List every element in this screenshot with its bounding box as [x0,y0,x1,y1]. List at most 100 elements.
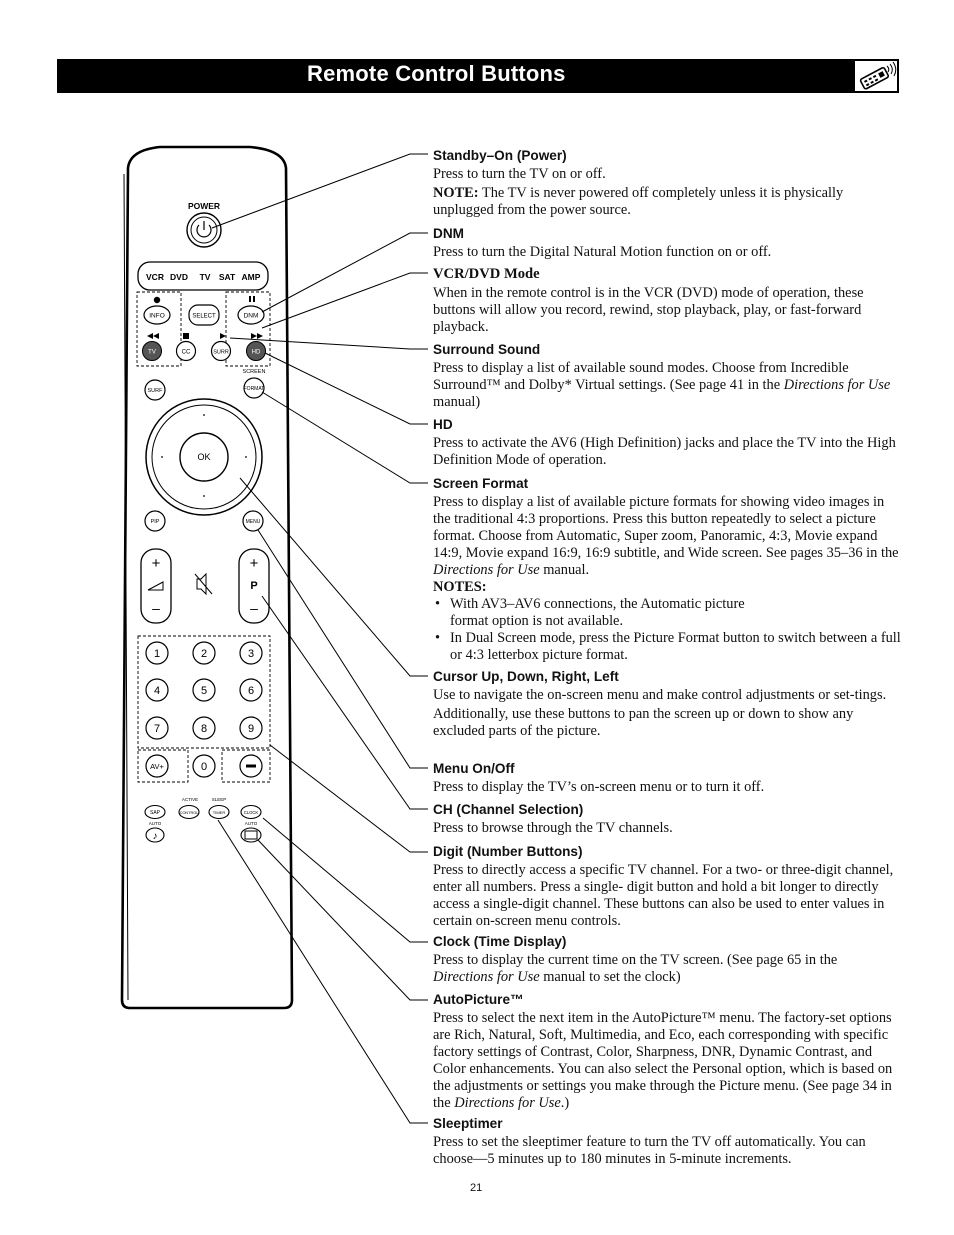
mode-tv[interactable]: TV [200,272,211,282]
title-bar: Remote Control Buttons [57,59,899,93]
section-sleeptimer: Sleeptimer Press to set the sleeptimer f… [433,1115,901,1168]
digit-5-label: 5 [201,685,207,697]
ok-label: OK [197,452,210,462]
section-heading: Sleeptimer [433,1116,503,1131]
digit-7[interactable] [145,716,169,740]
fast-forward-icon[interactable] [251,333,263,339]
menu-button[interactable] [242,510,264,532]
pause-icon[interactable] [249,296,251,302]
digit-1-label: 1 [154,648,160,660]
mode-sat[interactable]: SAT [219,272,236,282]
rewind-icon[interactable] [147,333,159,339]
cursor-left[interactable] [161,456,163,458]
sleeptimer-button[interactable] [208,804,230,820]
section-text-2: Additionally, use these buttons to pan t… [433,706,854,739]
section-digits: Digit (Number Buttons) Press to directly… [433,843,901,930]
format-button[interactable] [243,377,265,399]
notes-list: With AV3–AV6 connections, the Automatic … [433,596,901,664]
cursor-pad[interactable]: OK [145,398,263,516]
digit-8[interactable] [192,716,216,740]
notes-label: NOTES: [433,579,487,595]
digit-5[interactable] [192,678,216,702]
cursor-up[interactable] [203,414,205,416]
section-text: Press to activate the AV6 (High Definiti… [433,435,896,468]
digit-8-label: 8 [201,723,207,735]
cursor-right[interactable] [245,456,247,458]
section-text: Press to directly access a specific TV c… [433,862,894,929]
clock-button[interactable] [240,804,262,820]
list-item: With AV3–AV6 connections, the Automatic … [433,596,901,630]
sap-button[interactable] [144,804,166,820]
digit-1[interactable] [145,641,169,665]
channel-up[interactable]: + [250,555,259,572]
section-vcr-dvd: VCR/DVD Mode When in the remote control … [433,266,901,336]
section-cursor: Cursor Up, Down, Right, Left Use to navi… [433,668,901,740]
mode-dvd[interactable]: DVD [170,272,188,282]
surf-button[interactable] [144,379,166,401]
section-channel: CH (Channel Selection) Press to browse t… [433,801,901,837]
active-label: ACTIVE [182,797,198,802]
autosound-button[interactable] [145,827,165,843]
digit-9[interactable] [239,716,263,740]
info-button[interactable] [143,305,171,325]
dnm-button[interactable] [237,305,265,325]
surr-label: SURR [213,350,229,356]
section-heading: Menu On/Off [433,761,515,776]
hd-button[interactable] [246,341,266,361]
mode-amp[interactable]: AMP [242,272,261,282]
power-button[interactable] [186,212,222,248]
list-item: In Dual Screen mode, press the Picture F… [433,630,901,664]
av-plus-button[interactable] [145,754,169,778]
channel-rocker[interactable] [238,548,270,624]
mode-selector[interactable] [137,261,269,291]
select-button[interactable] [188,304,220,326]
surround-button[interactable] [210,340,232,362]
channel-down[interactable]: – [250,600,258,616]
music-note-icon: ♪ [153,831,158,842]
vcr-left-group [136,291,182,367]
dash-icon [246,764,256,768]
clock-label: CLOCK [244,810,259,815]
volume-up[interactable]: + [152,555,161,572]
channel-p-label: P [250,580,257,592]
digit-2[interactable] [192,641,216,665]
active-control-button[interactable] [178,804,200,820]
section-power: Standby–On (Power) Press to turn the TV … [433,147,901,219]
volume-down[interactable]: – [152,600,160,616]
section-text: Press to display the current time on the… [433,952,838,985]
section-screen-format: Screen Format Press to display a list of… [433,475,901,664]
mute-button[interactable] [194,572,213,596]
cursor-down[interactable] [203,495,205,497]
record-icon[interactable] [153,296,161,304]
section-heading: Standby–On (Power) [433,148,567,163]
stop-icon[interactable] [183,333,189,339]
section-heading: Digit (Number Buttons) [433,844,583,859]
section-text: When in the remote control is in the VCR… [433,285,864,335]
vcr-right-group [225,291,271,367]
cc-button[interactable] [175,340,197,362]
format-label: FORMAT [244,386,265,392]
timer-label: TIMER [213,810,226,815]
section-heading: Clock (Time Display) [433,934,567,949]
digit-4[interactable] [145,678,169,702]
av-plus-label: AV+ [150,762,164,771]
page-number: 21 [470,1182,483,1194]
section-text: Press to display the TV’s on-screen menu… [433,779,765,795]
select-label: SELECT [192,314,216,320]
control-label: CONTROL [180,811,199,815]
ok-button[interactable] [179,432,229,482]
digit-0-label: 0 [201,761,207,773]
digit-6[interactable] [239,678,263,702]
section-heading: Screen Format [433,476,529,491]
section-menu: Menu On/Off Press to display the TV’s on… [433,760,901,796]
digit-7-label: 7 [154,723,160,735]
tv-button[interactable] [142,341,162,361]
cc-label: CC [182,350,191,356]
pip-button[interactable] [144,510,166,532]
digit-0[interactable] [192,754,216,778]
note-text: The TV is never powered off completely u… [433,185,844,218]
play-icon[interactable] [220,333,226,339]
digit-3[interactable] [239,641,263,665]
mode-vcr[interactable]: VCR [146,272,164,282]
section-surround: Surround Sound Press to display a list o… [433,341,901,411]
